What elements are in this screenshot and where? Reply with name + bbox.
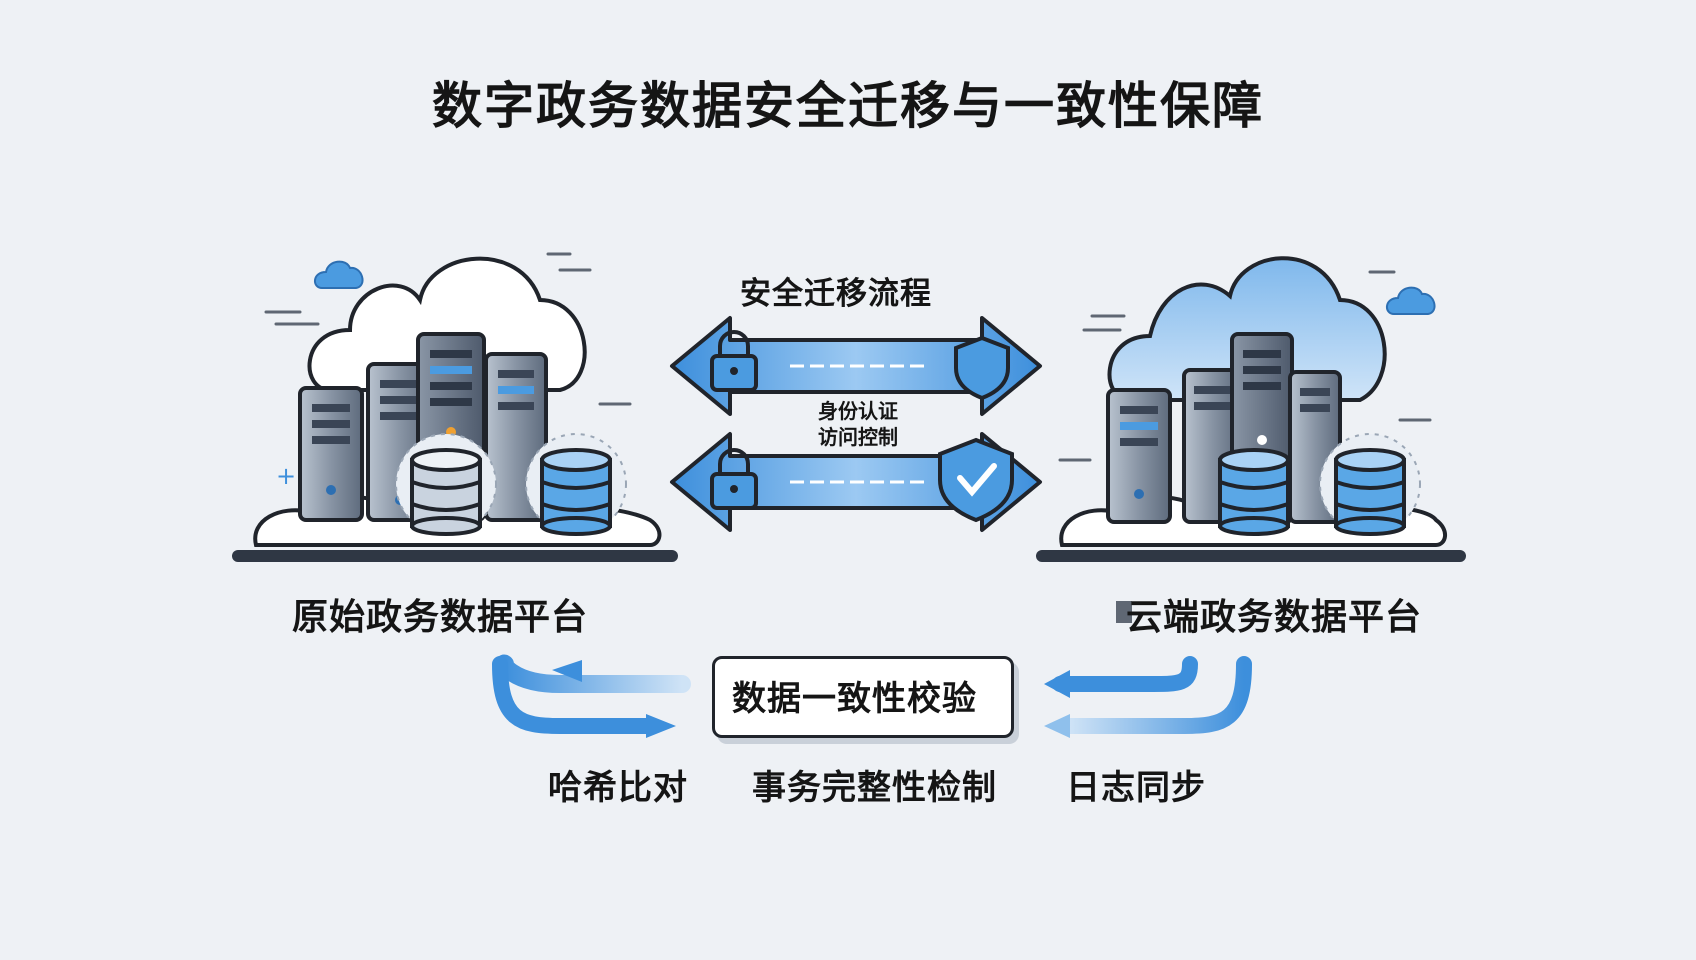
cloud-icon <box>1107 256 1387 402</box>
source-platform-illustration: + <box>232 252 678 562</box>
page-title: 数字政务数据安全迁移与一致性保障 <box>432 77 1264 135</box>
server-icon <box>298 386 364 522</box>
method-hash-compare: 哈希比对 <box>548 768 688 808</box>
consistency-check-box <box>712 656 1014 738</box>
cloud-icon <box>314 260 364 289</box>
database-icon <box>1319 433 1421 536</box>
database-icon <box>1218 448 1290 536</box>
arrow-icon <box>492 654 691 738</box>
migration-flow-title: 安全迁移流程 <box>740 276 932 312</box>
cloud-icon <box>1386 286 1436 315</box>
shield-icon <box>954 335 1010 401</box>
auth-label: 身份认证 访问控制 <box>808 398 908 450</box>
auth-line-2: 访问控制 <box>818 425 898 449</box>
arrow-icon <box>1044 656 1252 738</box>
lock-icon <box>710 448 758 510</box>
auth-line-1: 身份认证 <box>818 399 898 423</box>
database-icon <box>395 433 497 536</box>
database-icon <box>525 433 627 536</box>
source-platform-label: 原始政务数据平台 <box>292 597 589 638</box>
label-marker <box>1116 601 1132 623</box>
method-transaction-integrity: 事务完整性检制 <box>752 768 997 808</box>
consistency-check-label: 数据一致性校验 <box>732 679 977 719</box>
server-icon <box>1106 388 1172 524</box>
target-platform-label: 云端政务数据平台 <box>1126 597 1423 638</box>
check-shield-icon <box>938 437 1014 523</box>
method-log-sync: 日志同步 <box>1066 768 1206 808</box>
target-platform-illustration <box>1036 256 1466 562</box>
svg-text:+: + <box>276 462 296 490</box>
lock-icon <box>710 330 758 392</box>
